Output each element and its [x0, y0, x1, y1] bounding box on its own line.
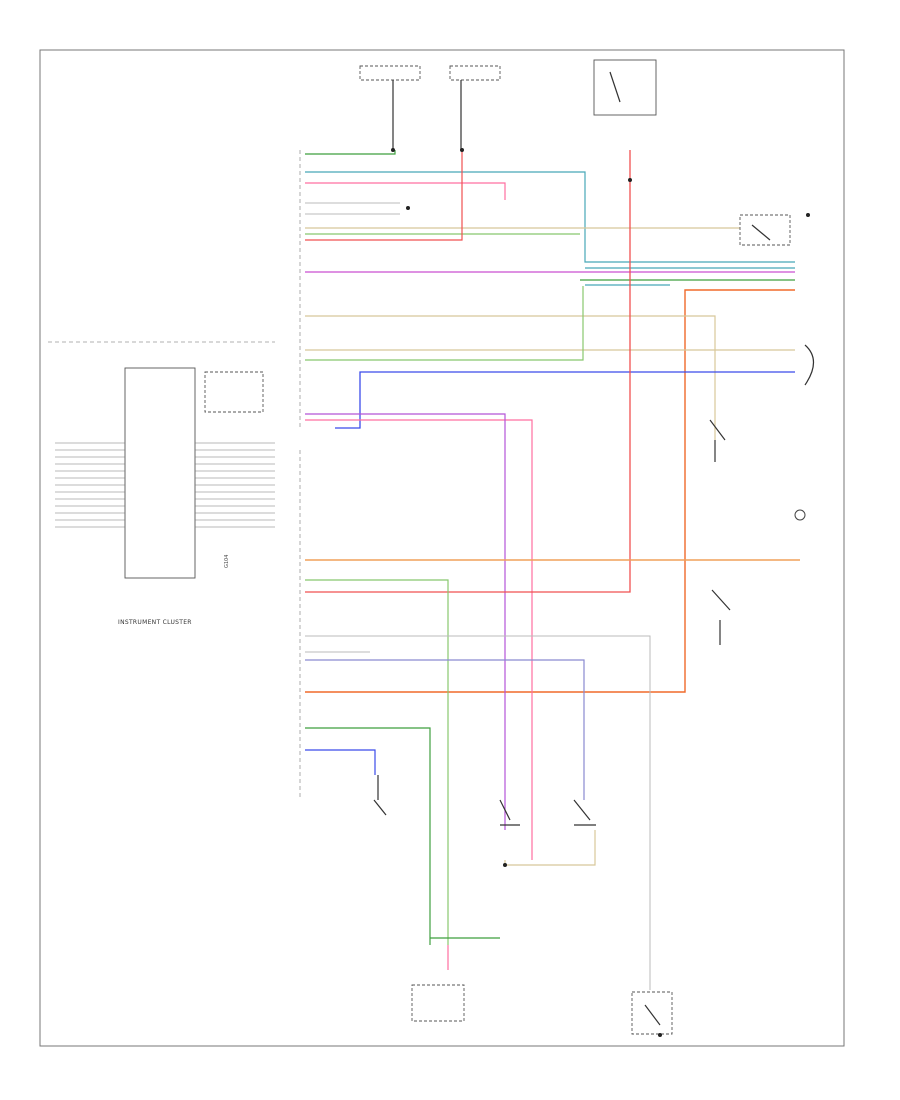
wire-lightgreen-2	[305, 286, 584, 361]
junction-dot	[406, 206, 410, 210]
wire-orange-main	[305, 289, 795, 693]
wire-pink-top	[305, 182, 506, 200]
relay-bottom-left	[411, 984, 465, 1022]
ignition-relay-box	[593, 59, 657, 116]
cluster-left-pins	[55, 442, 125, 528]
wire-green-top	[305, 150, 396, 155]
diagram-frame	[39, 49, 845, 1047]
sensor-right-mid	[804, 344, 815, 386]
junction-dot	[658, 1033, 662, 1037]
switch-right-600	[711, 589, 731, 645]
wire-green-3	[305, 727, 431, 945]
fuse-hot-in-run	[449, 65, 501, 150]
instrument-cluster: INSTRUMENT CLUSTER G104	[55, 367, 275, 626]
switch-bottom-mid	[499, 799, 520, 826]
switch-right-top	[739, 214, 791, 246]
cluster-right-pins	[195, 442, 275, 528]
wire-pink-2	[305, 419, 533, 860]
instrument-cluster-label: INSTRUMENT CLUSTER	[118, 619, 192, 626]
ground-code-label: G104	[224, 555, 230, 568]
wire-red-top	[305, 150, 463, 241]
junction-dot	[391, 148, 395, 152]
junction-dot	[460, 148, 464, 152]
junction-dot	[628, 178, 632, 182]
wire-blue-3	[305, 749, 376, 775]
wire-magenta-1	[305, 413, 506, 830]
wire-tan-2	[305, 315, 716, 440]
wire-gray-3	[305, 635, 651, 990]
lamp-right	[794, 509, 806, 521]
wire-tan-4	[504, 830, 596, 866]
wire-red-main	[305, 150, 631, 593]
switch-bottom-far-right	[631, 991, 673, 1035]
fuse-hot-at-all-times	[359, 65, 421, 150]
wire-blue-1	[335, 371, 795, 429]
wire-teal-top	[305, 171, 795, 263]
switch-bottom-left	[373, 775, 387, 816]
wire-blue-2	[305, 659, 585, 800]
switch-bottom-right	[573, 799, 596, 826]
junction-dot	[503, 863, 507, 867]
junction-dot	[806, 213, 810, 217]
switch-right-430	[709, 419, 726, 462]
wire-lightgreen-3	[305, 579, 449, 945]
